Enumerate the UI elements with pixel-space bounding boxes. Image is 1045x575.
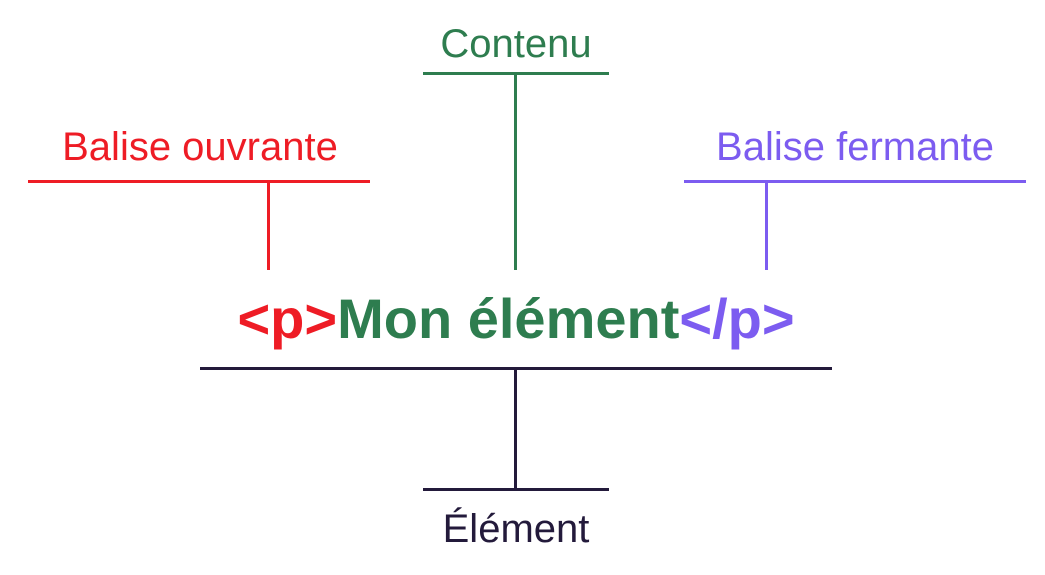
element-label-bracket <box>423 488 609 491</box>
closing-tag-connector <box>765 180 768 270</box>
opening-tag-text: <p> <box>237 287 338 350</box>
element-connector <box>514 367 517 489</box>
content-connector <box>514 72 517 270</box>
label-closing-tag: Balise fermante <box>716 125 994 169</box>
label-element: Élément <box>442 507 590 551</box>
label-content: Contenu <box>440 22 592 66</box>
code-snippet: <p>Mon élément</p> <box>200 287 832 351</box>
content-text: Mon élément <box>337 287 680 350</box>
closing-tag-bracket <box>684 180 1026 183</box>
closing-tag-text: </p> <box>679 287 795 350</box>
opening-tag-bracket <box>28 180 370 183</box>
label-opening-tag: Balise ouvrante <box>62 125 338 169</box>
opening-tag-connector <box>267 180 270 270</box>
